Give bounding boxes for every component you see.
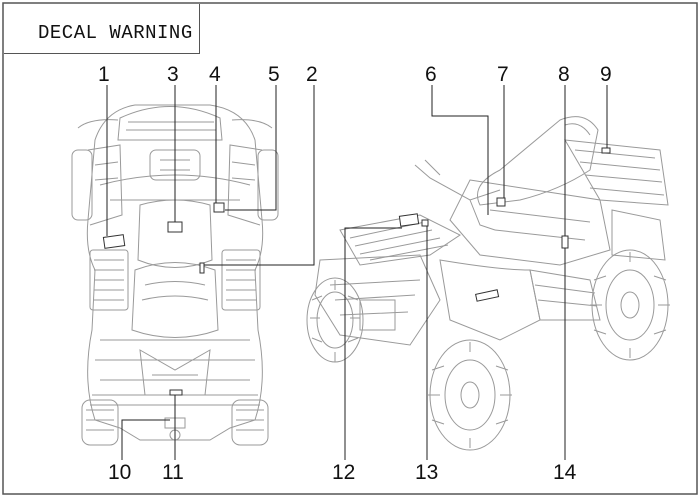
callout-3: 3: [167, 63, 179, 86]
callout-6: 6: [425, 63, 437, 86]
callout-12: 12: [332, 461, 356, 484]
callout-5: 5: [268, 63, 280, 86]
callout-11: 11: [162, 461, 184, 484]
atv-perspective-view: [306, 116, 670, 451]
front-right-wheel: [428, 339, 512, 451]
rear-right-wheel: [590, 249, 670, 361]
diagram-title: DECAL WARNING: [38, 22, 193, 44]
callout-13: 13: [415, 461, 439, 484]
leader-lines: [106, 85, 608, 460]
callout-1: 1: [98, 63, 110, 86]
front-left-wheel: [306, 277, 364, 363]
decal-markers-right: [398, 147, 611, 302]
callout-4: 4: [209, 63, 221, 86]
callout-10: 10: [108, 461, 132, 484]
callout-8: 8: [558, 63, 570, 86]
callout-9: 9: [600, 63, 612, 86]
title-box: DECAL WARNING: [4, 4, 200, 54]
callout-14: 14: [553, 461, 577, 484]
callout-7: 7: [497, 63, 509, 86]
callout-2: 2: [306, 63, 318, 86]
